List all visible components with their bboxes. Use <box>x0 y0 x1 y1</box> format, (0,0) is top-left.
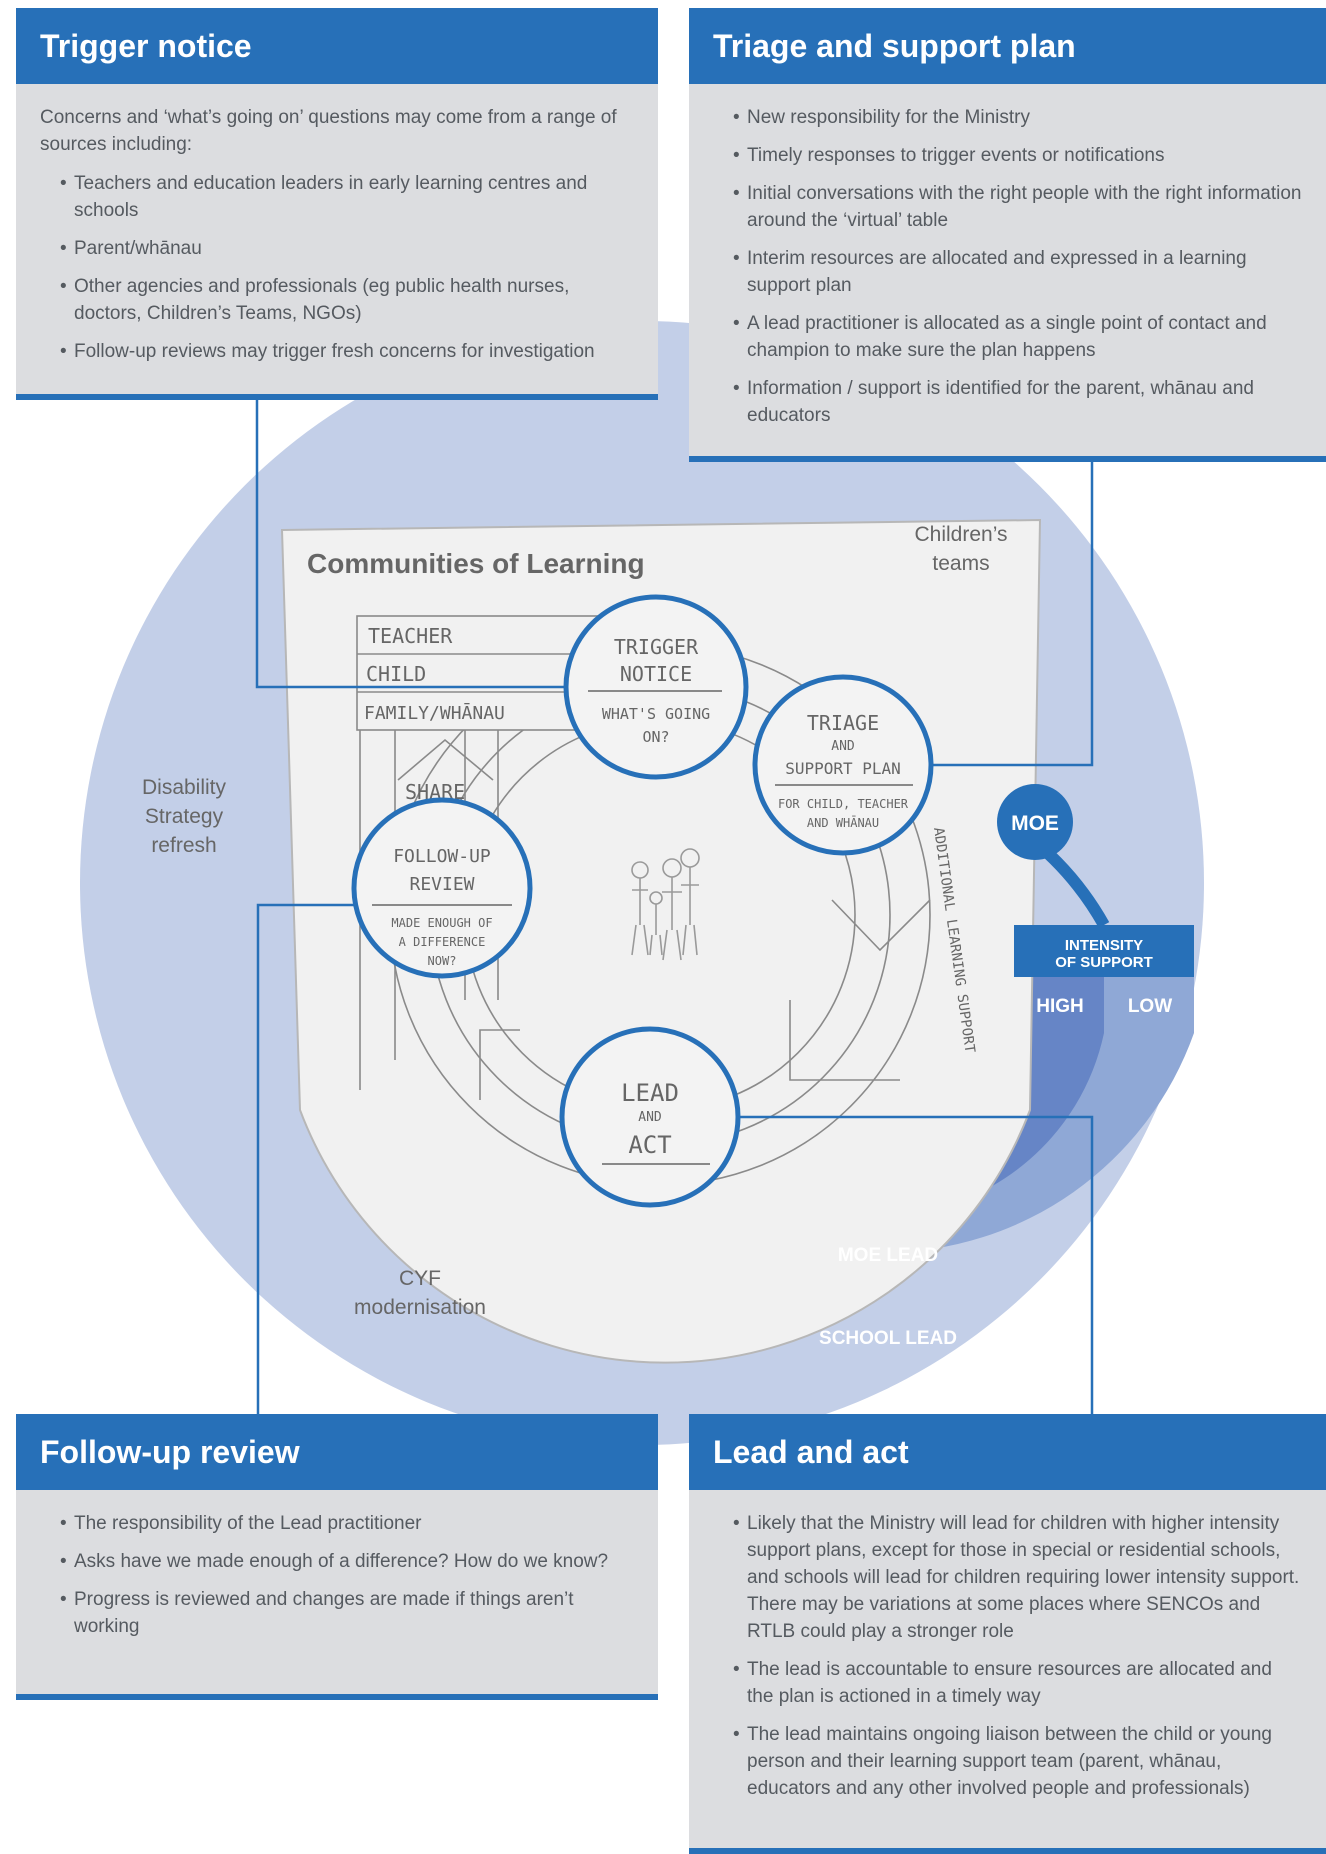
lead-item: Likely that the Ministry will lead for c… <box>733 1510 1302 1645</box>
trigger-circle-line3: WHAT'S GOING <box>602 705 710 723</box>
lead-circle-line3: ACT <box>628 1131 671 1159</box>
moe-lead-label: MOE LEAD <box>838 1245 938 1266</box>
childrens-teams-line1: Children’s <box>915 523 1008 546</box>
disability-line1: Disability <box>142 776 227 799</box>
triage-circle-line5: AND WHĀNAU <box>807 816 879 830</box>
triage-circle-line3: SUPPORT PLAN <box>785 759 901 778</box>
triage-circle-line2: AND <box>831 739 855 754</box>
connector-lines <box>255 394 1094 1414</box>
triage-item: Initial conversations with the right peo… <box>733 180 1302 234</box>
trigger-circle-line4: ON? <box>642 728 669 746</box>
lead-item: The lead is accountable to ensure resour… <box>733 1656 1302 1710</box>
intensity-header <box>1014 925 1194 977</box>
followup-item: The responsibility of the Lead practitio… <box>60 1510 634 1537</box>
moe-circle <box>997 784 1073 860</box>
cyf-line1: CYF <box>399 1267 441 1290</box>
followup-item: Asks have we made enough of a difference… <box>60 1548 634 1575</box>
tab-family-whanau: FAMILY/WHĀNAU <box>364 702 505 724</box>
school-lead-label: SCHOOL LEAD <box>819 1328 957 1349</box>
tab-teacher: TEACHER <box>368 624 453 648</box>
trigger-circle-line1: TRIGGER <box>614 635 699 659</box>
followup-circle-line1: FOLLOW-UP <box>393 846 491 867</box>
lead-circle-line2: AND <box>638 1110 662 1125</box>
panel-triage-title: Triage and support plan <box>689 8 1326 84</box>
disability-line2: Strategy <box>145 805 224 828</box>
lead-circle-line1: LEAD <box>621 1079 679 1107</box>
low-column <box>1104 977 1194 1033</box>
triage-item: Timely responses to trigger events or no… <box>733 142 1302 169</box>
intensity-line1: INTENSITY <box>1065 937 1143 954</box>
followup-item: Progress is reviewed and changes are mad… <box>60 1586 634 1640</box>
circle-followup: FOLLOW-UP REVIEW MADE ENOUGH OF A DIFFER… <box>351 797 533 979</box>
panel-followup-title: Follow-up review <box>16 1414 658 1490</box>
lead-item: The lead maintains ongoing liaison betwe… <box>733 1721 1302 1802</box>
trigger-item: Teachers and education leaders in early … <box>60 170 634 224</box>
intensity-line2: OF SUPPORT <box>1055 954 1153 971</box>
panel-lead-and-act: Lead and act Likely that the Ministry wi… <box>689 1414 1326 1854</box>
triage-item: A lead practitioner is allocated as a si… <box>733 310 1302 364</box>
childrens-teams-line2: teams <box>932 552 989 575</box>
sketch-title: Communities of Learning <box>307 548 645 579</box>
followup-circle-line4: A DIFFERENCE <box>399 935 486 949</box>
panel-follow-up-review: Follow-up review The responsibility of t… <box>16 1414 658 1700</box>
followup-circle-line5: NOW? <box>428 954 457 968</box>
triage-circle-line4: FOR CHILD, TEACHER <box>778 797 909 811</box>
triage-item: Information / support is identified for … <box>733 375 1302 429</box>
panel-triage-support-plan: Triage and support plan New responsibili… <box>689 8 1326 462</box>
moe-label: MOE <box>1011 812 1059 835</box>
circle-triage: TRIAGE AND SUPPORT PLAN FOR CHILD, TEACH… <box>752 674 934 856</box>
trigger-circle-line2: NOTICE <box>620 662 692 686</box>
triage-circle-line1: TRIAGE <box>807 711 879 735</box>
trigger-item: Parent/whānau <box>60 235 634 262</box>
cyf-line2: modernisation <box>354 1296 486 1319</box>
circle-trigger: TRIGGER NOTICE WHAT'S GOING ON? <box>563 594 749 780</box>
high-label: HIGH <box>1036 996 1084 1017</box>
trigger-intro: Concerns and ‘what’s going on’ questions… <box>40 107 617 155</box>
low-label: LOW <box>1128 996 1172 1017</box>
triage-item: Interim resources are allocated and expr… <box>733 245 1302 299</box>
tab-child: CHILD <box>366 662 426 686</box>
trigger-item: Other agencies and professionals (eg pub… <box>60 273 634 327</box>
panel-trigger-notice: Trigger notice Concerns and ‘what’s goin… <box>16 8 658 400</box>
disability-line3: refresh <box>151 834 216 857</box>
panel-lead-title: Lead and act <box>689 1414 1326 1490</box>
panel-trigger-title: Trigger notice <box>16 8 658 84</box>
followup-circle-line3: MADE ENOUGH OF <box>391 916 492 930</box>
trigger-item: Follow-up reviews may trigger fresh conc… <box>60 338 634 365</box>
triage-item: New responsibility for the Ministry <box>733 104 1302 131</box>
followup-circle-line2: REVIEW <box>409 874 474 895</box>
circle-lead: LEAD AND ACT <box>559 1026 741 1208</box>
